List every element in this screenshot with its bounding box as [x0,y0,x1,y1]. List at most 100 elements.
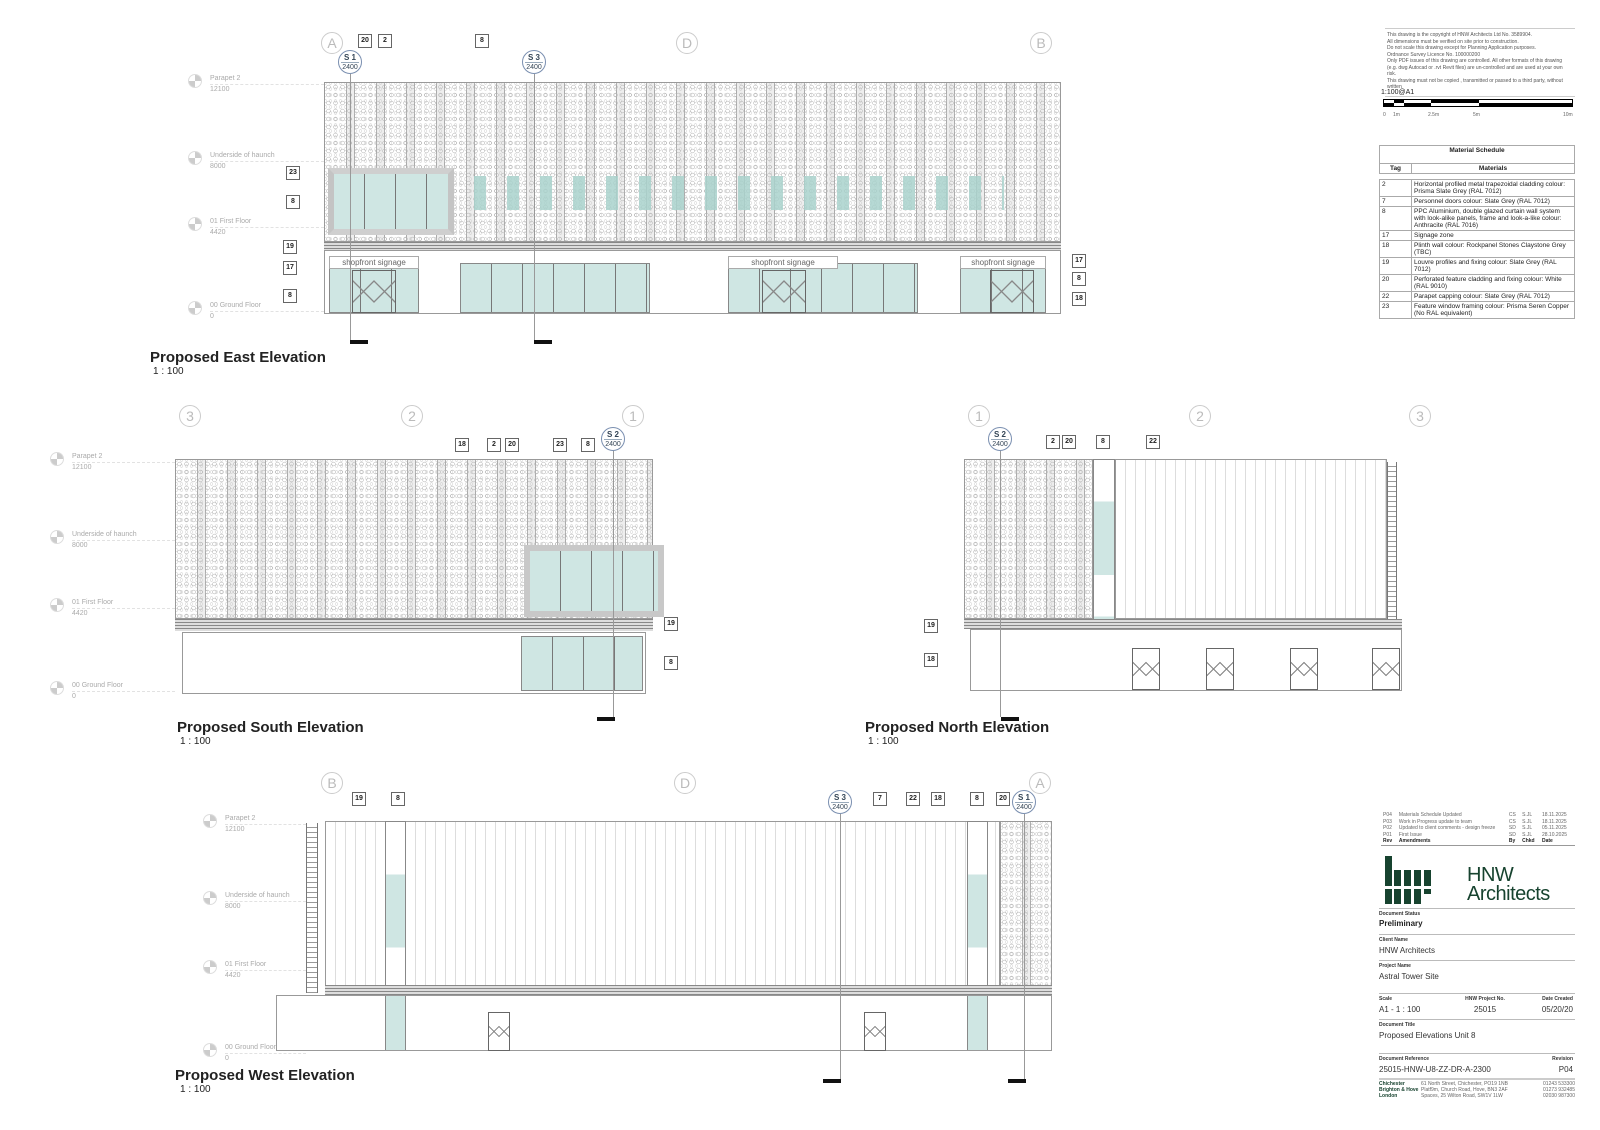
material-tag: 23 [286,166,300,180]
material-tag: 23 [553,438,567,452]
material-tag: 20 [1062,435,1076,449]
material-tag: 20 [358,34,372,48]
revision-by: SD [1508,831,1516,838]
south-elevation-title: Proposed South Elevation [177,719,364,736]
section-line [1024,814,1025,1079]
scale-label: Scale [1379,996,1393,1002]
material-tag: 8 [581,438,595,452]
date-label: Date Created [1542,996,1573,1002]
section-line [350,74,351,340]
level-name: Parapet 2 [210,75,241,82]
revision-rev: P03 [1383,818,1392,825]
grid-bubble: B [1030,32,1052,54]
louvre-band [325,985,1052,995]
revision-by: SD [1508,825,1516,831]
date-header: Date [1541,838,1553,844]
client-name: HNW Architects [1379,946,1436,955]
material-tag: 8 [664,656,678,670]
level-name: 01 First Floor [72,599,114,606]
material-tag: 2 [378,34,392,48]
level-name: Underside of haunch [72,531,137,538]
level-datum-icon [203,1043,217,1057]
section-number: S 1 [341,53,359,63]
trapezoidal-cladding [325,821,1000,989]
revision-rev: P02 [1383,825,1392,831]
personnel-door [864,1012,886,1051]
section-cut-marker [1008,1079,1026,1083]
scale-bar-label: 1:100@A1 [1381,89,1415,96]
personnel-door [488,1012,510,1051]
level-value: 8000 [72,542,88,549]
tick: 1m [1393,112,1400,118]
material-tag: 8 [391,792,405,806]
material-tag: 19 [352,792,366,806]
material-tag: 18 [924,653,938,667]
office-city: Brighton & Hove [1379,1087,1419,1093]
note-line: All dimensions must be verified on site … [1387,38,1519,45]
east-elevation-scale: 1 : 100 [153,366,184,377]
grid-bubble: D [674,772,696,794]
schedule-material: Parapet capping colour: Slate Grey (RAL … [1411,291,1575,302]
revision-label: Revision [1552,1056,1573,1062]
section-sheet: 2400 [605,441,621,448]
level-value: 4420 [210,229,226,236]
level-datum-icon [50,681,64,695]
schedule-material: Horizontal profiled metal trapezoidal cl… [1411,179,1575,197]
personnel-door [1372,648,1400,690]
louvre-band [175,619,653,631]
perforated-cladding [1000,821,1052,989]
level-datum-icon [50,452,64,466]
level-value: 12100 [72,464,92,471]
level-value: 0 [225,1055,229,1062]
by-header: By [1508,838,1516,844]
section-number: S 1 [1015,793,1033,803]
office-address: Platf9m, Church Road, Hove, BN3 2AF [1421,1087,1508,1093]
section-number: S 3 [831,793,849,803]
revision-text: First Issue [1398,831,1422,838]
brand-line1: HNW [1467,864,1514,886]
louvre-band [964,619,1402,629]
revision-text: Materials Schedule Updated [1398,812,1462,818]
tick: 2.5m [1428,112,1440,118]
revision-value: P04 [1558,1065,1573,1074]
schedule-tag: 23 [1379,301,1412,319]
section-line [534,74,535,340]
material-tag: 18 [931,792,945,806]
scale-bar [1383,99,1573,107]
level-name: 00 Ground Floor [72,682,123,689]
level-datum-icon [188,74,202,88]
level-datum-icon [203,814,217,828]
project-label: Project Name [1379,963,1411,969]
note-line: Only PDF issues of this drawing are cont… [1387,58,1563,77]
revision-chkd: S.JL [1522,825,1533,831]
grid-bubble: D [676,32,698,54]
level-line [225,970,306,971]
office-city: London [1379,1093,1398,1099]
level-line [72,540,175,541]
tick: 0 [1383,112,1386,118]
material-tag: 18 [1072,292,1086,306]
trapezoidal-cladding [1115,459,1387,619]
revision-chkd: S.JL [1522,831,1533,838]
revision-chkd: S.JL [1522,818,1533,825]
revision-text: Updated to client comments - design free… [1398,825,1496,831]
schedule-material: Feature window framing colour: Prisma Se… [1411,301,1575,319]
schedule-tag: 18 [1379,240,1412,258]
col-tag: Tag [1379,163,1412,174]
perforated-cladding [964,459,1093,619]
schedule-tag: 22 [1379,291,1412,302]
office-city: Chichester [1379,1081,1405,1087]
level-line [72,462,175,463]
section-number: S 2 [604,430,622,440]
office-phone: 02030 987300 [1543,1093,1575,1099]
